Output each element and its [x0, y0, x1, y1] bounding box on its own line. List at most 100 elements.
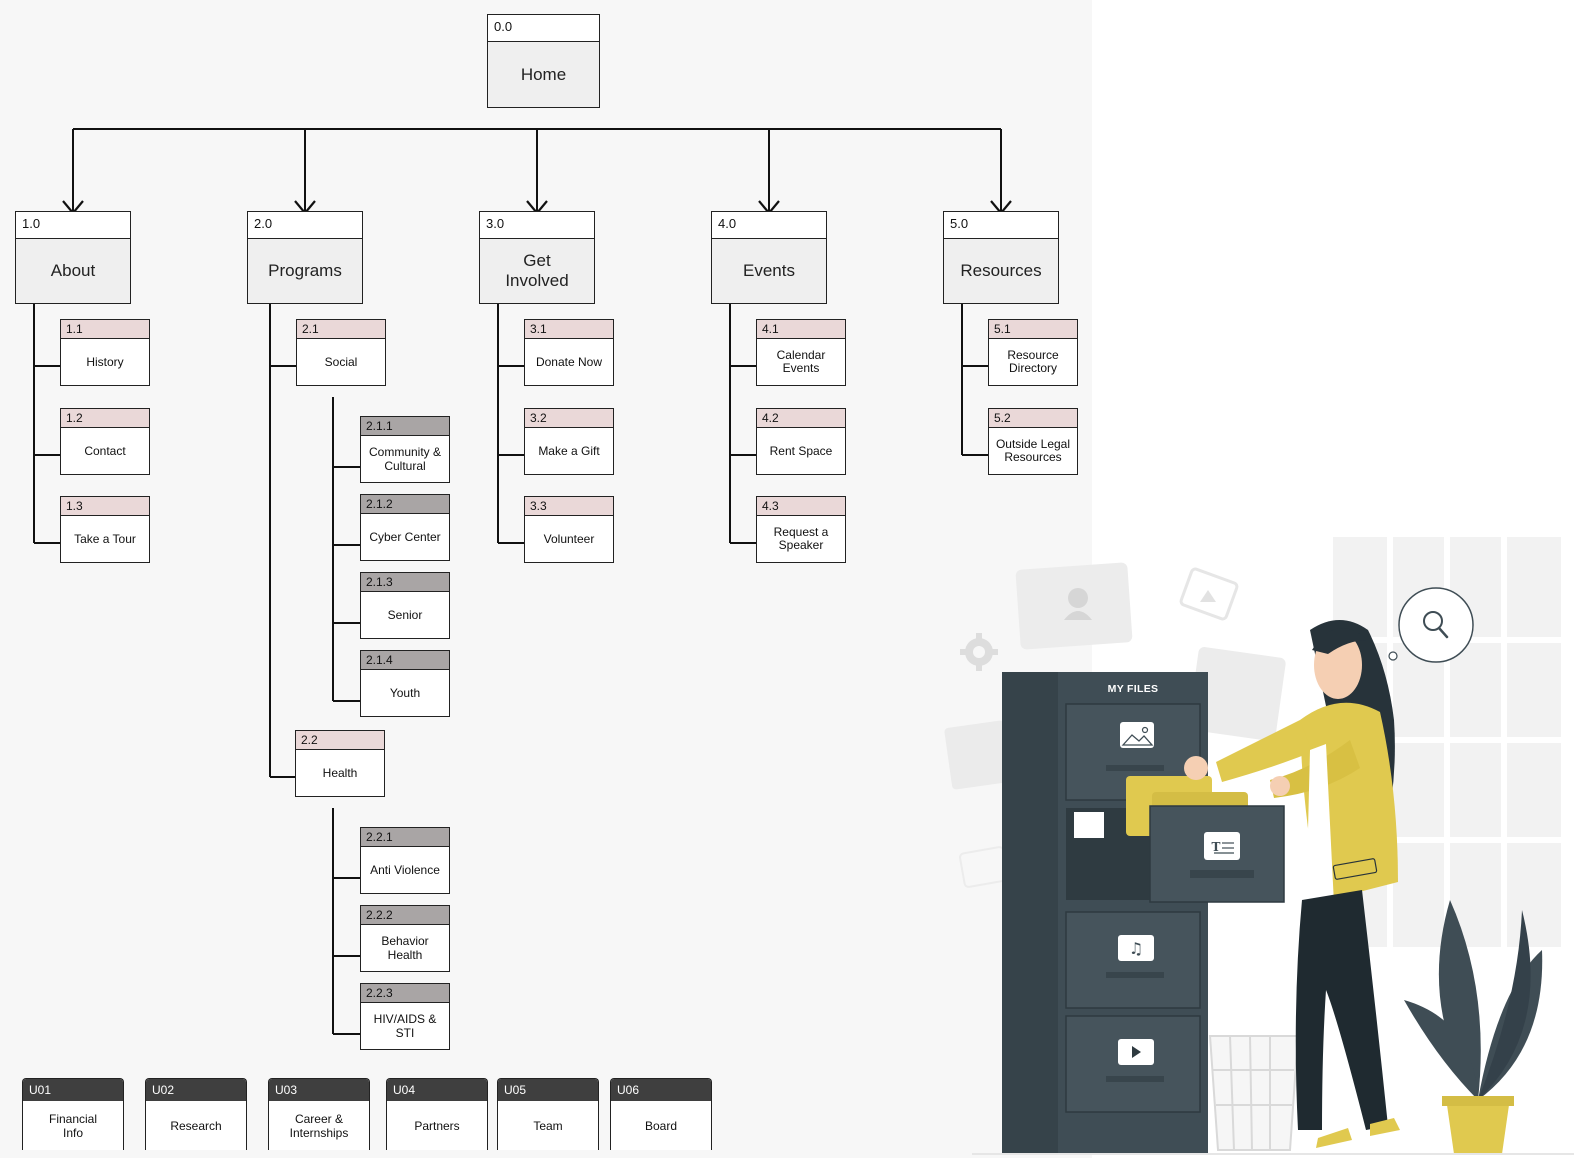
node-label: Volunteer	[543, 531, 595, 546]
woman-figure	[1184, 620, 1400, 1148]
node-number: 2.1	[297, 320, 385, 339]
node-label: Contact	[84, 443, 126, 458]
node-label: Home	[520, 64, 567, 84]
node-label: Youth	[389, 686, 421, 700]
cabinet-title: MY FILES	[1108, 683, 1159, 695]
utility-label: Career & Internships	[289, 1111, 349, 1140]
node-number: 2.2.2	[361, 906, 449, 925]
utility-label: Board	[644, 1118, 678, 1133]
utility-label: Partners	[414, 1118, 460, 1133]
utility-label: Team	[533, 1118, 563, 1133]
user-folder-icon	[1015, 562, 1133, 650]
image-placeholder-icon	[1179, 567, 1239, 621]
node-number: 1.3	[61, 497, 149, 516]
utility-number: U01	[23, 1079, 123, 1101]
utility-number: U02	[146, 1079, 246, 1101]
faded-folder	[1188, 647, 1286, 741]
waste-basket	[1208, 1035, 1300, 1151]
text-document-icon: T	[1204, 832, 1240, 860]
utility-number: U05	[498, 1079, 598, 1101]
faded-folder	[944, 720, 1012, 790]
node-number: 3.2	[525, 409, 613, 428]
node-number: 4.0	[712, 212, 826, 239]
node-label: Donate Now	[535, 354, 603, 369]
search-icon	[1388, 587, 1474, 663]
node-label: Rent Space	[769, 443, 833, 458]
node-label: Get Involved	[505, 251, 569, 290]
node-number: 2.1.3	[361, 573, 449, 592]
play-icon	[1118, 1039, 1154, 1065]
node-number: 2.0	[248, 212, 362, 239]
utility-number: U03	[269, 1079, 369, 1101]
node-label: HIV/AIDS & STI	[373, 1012, 437, 1040]
plant	[1404, 900, 1543, 1154]
node-label: Behavior Health	[381, 934, 429, 962]
node-number: 3.1	[525, 320, 613, 339]
utility-label: Research	[170, 1118, 222, 1133]
node-label: Community & Cultural	[368, 445, 442, 473]
node-number: 3.3	[525, 497, 613, 516]
node-label: Resources	[960, 261, 1042, 280]
node-label: Take a Tour	[74, 531, 136, 546]
node-number: 5.0	[944, 212, 1058, 239]
diagram-background	[0, 0, 1092, 1158]
node-label: About	[50, 261, 96, 280]
node-label: Senior	[387, 608, 423, 622]
faded-image	[959, 846, 1009, 888]
node-label: Request a Speaker	[773, 525, 829, 552]
svg-text:T: T	[1212, 840, 1221, 854]
node-number: 2.1.1	[361, 417, 449, 436]
node-label: Make a Gift	[538, 443, 600, 458]
music-icon: ♫	[1118, 935, 1154, 961]
node-label: Programs	[268, 261, 342, 280]
node-number: 3.0	[480, 212, 594, 239]
utility-label: Financial Info	[48, 1111, 98, 1140]
file-cabinet: MY FILES ♫	[1002, 672, 1285, 1154]
node-label: Resource Directory	[1007, 348, 1059, 375]
node-label: Calendar Events	[776, 348, 826, 375]
node-number: 1.2	[61, 409, 149, 428]
node-number: 2.2.1	[361, 828, 449, 847]
node-label: Outside Legal Resources	[995, 437, 1071, 464]
node-label: Events	[743, 261, 795, 280]
node-number: 2.1.4	[361, 651, 449, 670]
node-label: Anti Violence	[370, 863, 440, 877]
utility-number: U04	[387, 1079, 487, 1101]
node-number: 5.1	[989, 320, 1077, 339]
node-label: History	[86, 354, 124, 369]
